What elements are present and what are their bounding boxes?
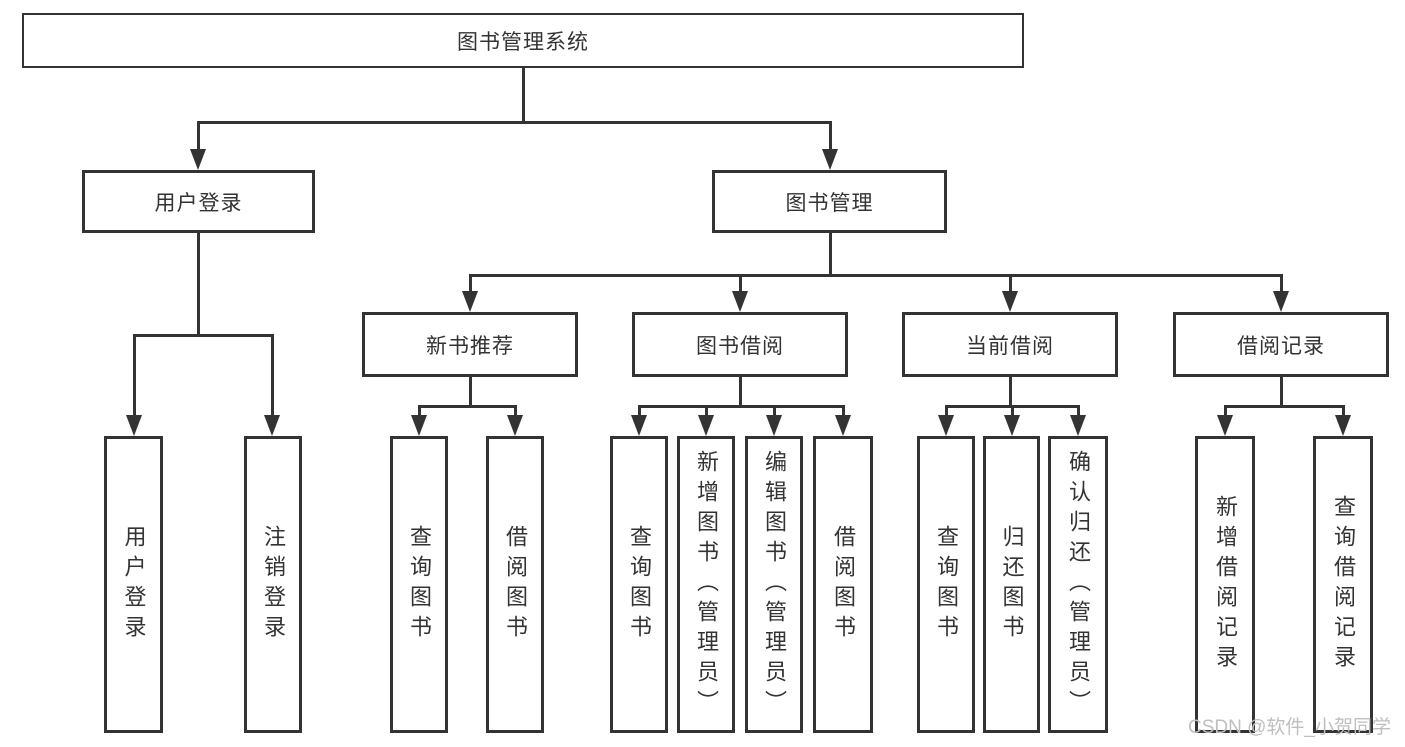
- arrowhead-down-icon: [190, 149, 206, 170]
- connector-rail: [132, 333, 274, 337]
- leaf-return-book: 归还图书: [983, 436, 1040, 733]
- node-borrowing-records: 借阅记录: [1173, 312, 1389, 377]
- connector-drop: [468, 275, 472, 293]
- connector-drop: [841, 406, 845, 417]
- leaf-label: 借阅图书: [831, 524, 856, 645]
- arrowhead-down-icon: [631, 415, 647, 436]
- leaf-label: 查询图书: [407, 524, 432, 645]
- connector-stem: [738, 377, 742, 406]
- connector-drop: [196, 122, 200, 151]
- watermark: CSDN @软件_小贺同学: [1188, 717, 1391, 738]
- leaf-label: 注销登录: [261, 524, 286, 645]
- leaf-borrow-books-1: 借阅图书: [486, 436, 544, 733]
- leaf-user-login: 用户登录: [104, 436, 163, 733]
- connector-stem: [468, 377, 472, 406]
- connector-drop: [270, 335, 274, 417]
- arrowhead-down-icon: [766, 415, 782, 436]
- node-user-login: 用户登录: [82, 170, 315, 233]
- node-label: 图书管理系统: [457, 30, 589, 54]
- leaf-label: 编辑图书（管理员）: [762, 449, 787, 720]
- leaf-label: 新增借阅记录: [1213, 494, 1238, 675]
- leaf-query-books-2: 查询图书: [610, 436, 668, 733]
- connector-drop: [944, 406, 948, 417]
- leaf-edit-book-admin: 编辑图书（管理员）: [745, 436, 803, 733]
- arrowhead-down-icon: [732, 291, 748, 312]
- leaf-label: 新增图书（管理员）: [694, 449, 719, 720]
- connector-stem: [1008, 377, 1012, 406]
- connector-drop: [1279, 275, 1283, 293]
- arrowhead-down-icon: [822, 149, 838, 170]
- leaf-confirm-return-admin: 确认归还（管理员）: [1048, 436, 1108, 733]
- connector-drop: [513, 406, 517, 417]
- leaf-query-books-1: 查询图书: [390, 436, 448, 733]
- connector-rail: [468, 273, 1283, 277]
- connector-drop: [132, 335, 136, 417]
- leaf-label: 归还图书: [999, 524, 1025, 645]
- leaf-query-borrow-record: 查询借阅记录: [1313, 436, 1373, 733]
- connector-drop: [828, 122, 832, 151]
- arrowhead-down-icon: [835, 415, 851, 436]
- leaf-label: 借阅图书: [503, 524, 528, 645]
- connector-rail: [417, 404, 517, 408]
- connector-rail: [1223, 404, 1345, 408]
- leaf-label: 确认归还（管理员）: [1066, 449, 1091, 720]
- node-label: 用户登录: [154, 191, 243, 215]
- connector-drop: [1341, 406, 1345, 417]
- node-new-book-recommendation: 新书推荐: [362, 312, 578, 377]
- connector-rail: [196, 120, 832, 124]
- node-book-management: 图书管理: [712, 170, 947, 233]
- leaf-label: 查询图书: [934, 524, 959, 645]
- arrowhead-down-icon: [1273, 291, 1289, 312]
- arrowhead-down-icon: [1335, 415, 1351, 436]
- connector-drop: [738, 275, 742, 293]
- connector-drop: [1010, 406, 1014, 417]
- connector-drop: [637, 406, 641, 417]
- arrowhead-down-icon: [507, 415, 523, 436]
- leaf-query-books-3: 查询图书: [917, 436, 975, 733]
- node-current-borrowing: 当前借阅: [902, 312, 1118, 377]
- connector-stem: [521, 68, 525, 122]
- leaf-logout: 注销登录: [244, 436, 302, 733]
- node-label: 借阅记录: [1237, 334, 1325, 358]
- arrowhead-down-icon: [264, 415, 280, 436]
- leaf-add-book-admin: 新增图书（管理员）: [677, 436, 735, 733]
- leaf-add-borrow-record: 新增借阅记录: [1195, 436, 1255, 733]
- node-label: 新书推荐: [426, 334, 514, 358]
- arrowhead-down-icon: [462, 291, 478, 312]
- connector-drop: [704, 406, 708, 417]
- node-label: 图书借阅: [696, 334, 784, 358]
- arrowhead-down-icon: [126, 415, 142, 436]
- leaf-label: 查询图书: [627, 524, 652, 645]
- connector-drop: [1008, 275, 1012, 293]
- arrowhead-down-icon: [411, 415, 427, 436]
- node-library-management-system: 图书管理系统: [22, 13, 1024, 68]
- connector-drop: [417, 406, 421, 417]
- arrowhead-down-icon: [1217, 415, 1233, 436]
- connector-drop: [772, 406, 776, 417]
- node-book-borrowing: 图书借阅: [632, 312, 848, 377]
- connector-stem: [828, 233, 832, 275]
- leaf-borrow-books-2: 借阅图书: [813, 436, 873, 733]
- leaf-label: 查询借阅记录: [1331, 494, 1356, 675]
- arrowhead-down-icon: [1070, 415, 1086, 436]
- arrowhead-down-icon: [1002, 291, 1018, 312]
- connector-rail: [637, 404, 845, 408]
- connector-drop: [1076, 406, 1080, 417]
- arrowhead-down-icon: [698, 415, 714, 436]
- connector-stem: [196, 233, 200, 335]
- node-label: 图书管理: [785, 191, 874, 215]
- leaf-label: 用户登录: [121, 524, 147, 645]
- node-label: 当前借阅: [966, 334, 1054, 358]
- arrowhead-down-icon: [938, 415, 954, 436]
- connector-stem: [1279, 377, 1283, 406]
- connector-drop: [1223, 406, 1227, 417]
- arrowhead-down-icon: [1004, 415, 1020, 436]
